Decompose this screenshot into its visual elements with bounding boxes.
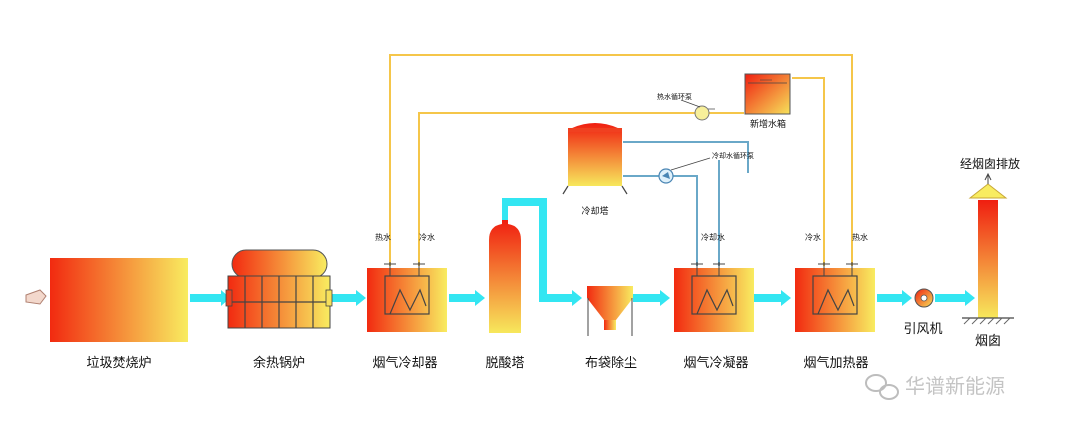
makeup-tank <box>744 73 791 115</box>
label-bag-filter: 布袋除尘 <box>585 356 637 371</box>
cooling-water-pump <box>658 157 711 184</box>
wechat-icon <box>865 374 899 400</box>
flue-gas-flow <box>190 198 975 306</box>
label-heater-hot: 热水 <box>852 232 868 242</box>
label-cooling-tower: 冷却塔 <box>581 205 608 217</box>
waste-heat-boiler <box>225 249 333 329</box>
flow-pipe <box>502 198 582 306</box>
label-condenser-cooling-water: 冷却水 <box>701 232 725 242</box>
cooling-water-loop <box>623 141 749 266</box>
label-makeup-tank: 新增水箱 <box>750 118 786 130</box>
flow-arrow <box>190 290 230 306</box>
label-incinerator: 垃圾焚烧炉 <box>86 356 151 371</box>
flow-arrow <box>633 290 670 306</box>
flow-arrow <box>935 290 975 306</box>
label-deacid-tower: 脱酸塔 <box>485 356 524 371</box>
label-waste-heat-boiler: 余热锅炉 <box>253 355 305 371</box>
incinerator <box>25 258 188 342</box>
label-chimney: 烟囱 <box>975 334 1001 349</box>
bag-filter <box>587 286 633 336</box>
flow-arrow <box>326 290 366 306</box>
label-heater-cold: 冷水 <box>805 232 821 242</box>
flue-gas-condenser <box>674 262 754 332</box>
induced-fan <box>914 288 934 308</box>
hot-water-pump <box>680 99 715 121</box>
flow-arrow <box>449 290 485 306</box>
label-hot-water-pump: 热水循环泵 <box>657 92 692 101</box>
hot-water-loop <box>389 54 853 266</box>
label-cooling-water-pump: 冷却水循环泵 <box>712 151 754 160</box>
deacid-tower <box>489 220 521 333</box>
chimney <box>962 172 1014 325</box>
flow-arrow <box>877 290 912 306</box>
label-flue-gas-heater: 烟气加热器 <box>803 355 868 371</box>
label-flue-gas-condenser: 烟气冷凝器 <box>683 355 748 371</box>
label-exhaust-via-chimney: 经烟囱排放 <box>960 156 1020 171</box>
label-cooler-hot: 热水 <box>375 232 391 242</box>
label-flue-gas-cooler: 烟气冷却器 <box>372 355 437 371</box>
label-cooler-cold: 冷水 <box>419 232 435 242</box>
flue-gas-cooler <box>367 262 447 332</box>
flow-arrow <box>754 290 791 306</box>
watermark-text: 华谱新能源 <box>905 374 1005 398</box>
cooling-tower <box>562 123 628 195</box>
flue-gas-heater <box>795 262 875 332</box>
label-induced-fan: 引风机 <box>903 322 942 337</box>
